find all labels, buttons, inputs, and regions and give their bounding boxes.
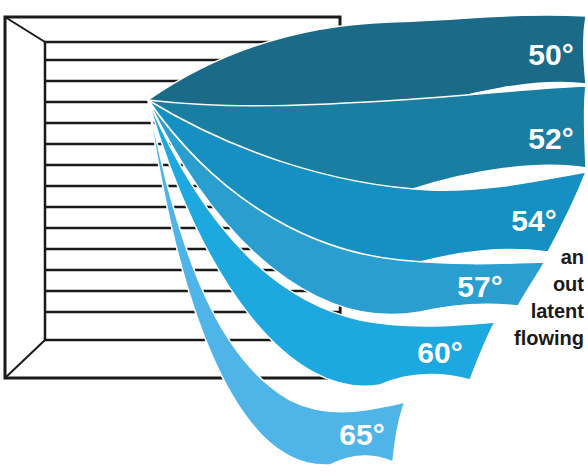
airflow-ribbons — [148, 15, 586, 465]
frame-bevel — [5, 340, 45, 378]
temperature-band: 65° — [339, 418, 384, 451]
note-text: an — [561, 246, 584, 268]
temperature-band: 57° — [457, 270, 502, 303]
temperature-band: 50° — [528, 38, 573, 71]
temperature-band: 54° — [511, 204, 556, 237]
frame-bevel — [5, 17, 45, 42]
temperature-label: 52° — [528, 122, 573, 155]
temperature-band: 60° — [417, 336, 462, 369]
airflow-ribbon — [148, 100, 495, 386]
temperature-label: 57° — [457, 270, 502, 303]
note-text: latent — [531, 300, 584, 322]
temperature-label: 50° — [528, 38, 573, 71]
note-text: flowing — [514, 327, 584, 349]
temperature-label: 60° — [417, 336, 462, 369]
temperature-band: 52° — [528, 122, 573, 155]
temperature-label: 65° — [339, 418, 384, 451]
airflow-ribbon — [148, 100, 405, 465]
temperature-label: 54° — [511, 204, 556, 237]
note-text: out — [553, 273, 584, 295]
